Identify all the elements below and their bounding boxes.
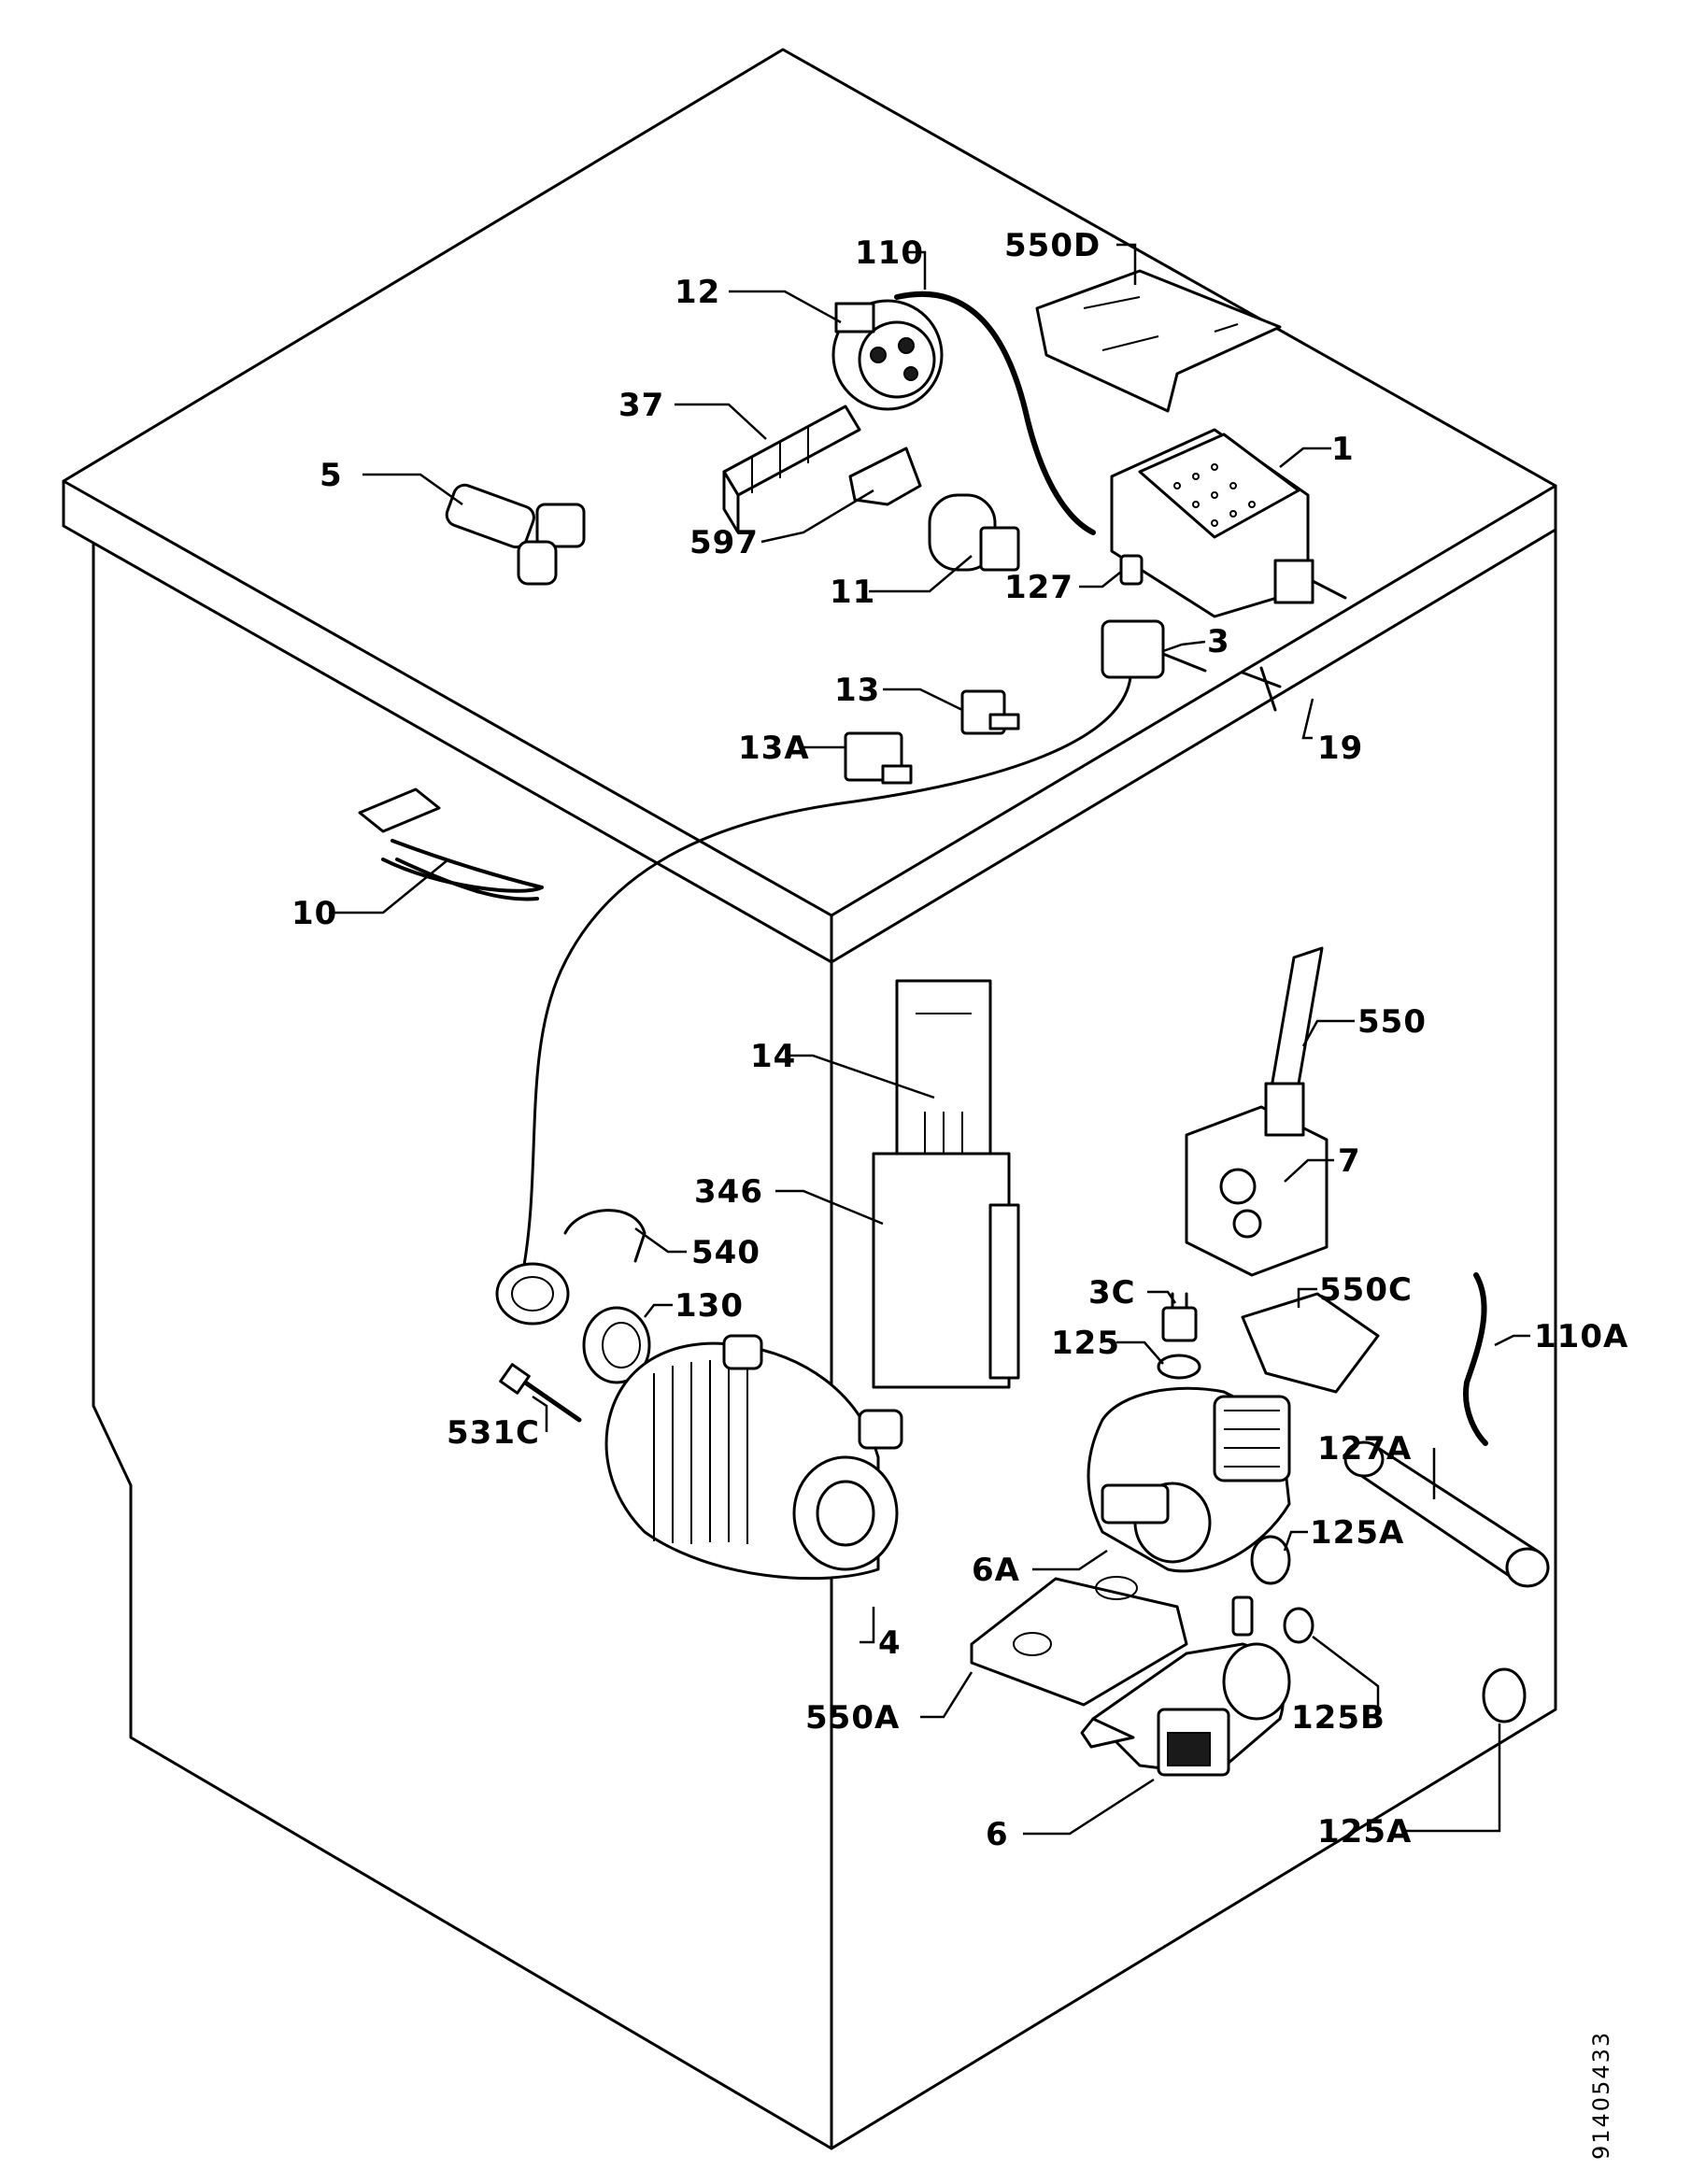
callout-550D: 550D	[1004, 227, 1101, 264]
sensor-3C	[1161, 1292, 1198, 1342]
hose-110A	[1463, 1272, 1488, 1446]
callout-125: 125	[1051, 1325, 1120, 1362]
callout-6A: 6A	[972, 1552, 1020, 1589]
fitting-127	[1119, 554, 1144, 586]
callout-125A-top: 125A	[1310, 1514, 1404, 1552]
callout-3: 3	[1207, 623, 1230, 660]
callout-1: 1	[1331, 431, 1355, 468]
callout-540: 540	[691, 1234, 760, 1271]
callout-531C: 531C	[447, 1414, 540, 1452]
terminal-block-37	[722, 404, 861, 534]
wedge-550A	[970, 1576, 1188, 1707]
callout-19: 19	[1317, 730, 1363, 767]
lever-550	[1269, 946, 1324, 1095]
callout-125B: 125B	[1291, 1699, 1385, 1737]
clamp-540	[563, 1209, 646, 1263]
callout-550A: 550A	[805, 1699, 900, 1737]
programmer-timer-1	[1110, 428, 1347, 618]
callout-6: 6	[986, 1816, 1009, 1853]
callout-550: 550	[1357, 1003, 1427, 1041]
motor-4	[604, 1334, 903, 1581]
callout-13A: 13A	[738, 730, 810, 767]
dispenser-housing-346	[872, 1152, 1020, 1389]
callout-4: 4	[878, 1624, 902, 1662]
callout-10: 10	[291, 895, 337, 932]
callout-110: 110	[855, 234, 924, 272]
door-switch-wire	[521, 675, 1132, 1272]
drain-pump-6	[1080, 1595, 1291, 1777]
hose-pipe-127A	[1343, 1440, 1550, 1588]
callout-127: 127	[1004, 569, 1073, 606]
callout-5: 5	[320, 457, 343, 494]
callout-130: 130	[675, 1287, 744, 1325]
connector-13A	[844, 731, 913, 785]
shim-550C	[1241, 1292, 1380, 1394]
heating-element-10	[358, 787, 544, 901]
o-ring-125	[1157, 1354, 1201, 1380]
callout-550C: 550C	[1319, 1271, 1413, 1309]
callout-14: 14	[750, 1038, 796, 1075]
door-lock-7	[1185, 1082, 1328, 1277]
bracket-597	[848, 447, 922, 506]
document-number: 91405433	[1588, 2031, 1614, 2160]
o-ring-125B	[1283, 1607, 1314, 1644]
leader-lines	[329, 243, 1530, 1836]
grommet	[495, 1262, 570, 1326]
callout-12: 12	[675, 274, 720, 311]
cover-plate-550D	[1035, 269, 1282, 413]
door-switch-3	[1101, 619, 1207, 679]
screw-531C	[499, 1363, 582, 1423]
hose-110	[894, 291, 1096, 535]
callout-7: 7	[1338, 1142, 1361, 1180]
callout-346: 346	[694, 1173, 763, 1211]
clip-19	[1241, 666, 1282, 712]
o-ring-125A-lower	[1482, 1667, 1527, 1723]
callout-127A: 127A	[1317, 1430, 1412, 1468]
connector-13	[960, 689, 1020, 735]
seal-ring-130	[582, 1306, 651, 1384]
capacitor-11	[928, 493, 1020, 572]
callout-13: 13	[834, 672, 880, 709]
callout-125A-bottom: 125A	[1317, 1813, 1412, 1851]
callout-labels: 110 550D 12 37 1 5 597 11 127 3 13 19 13…	[291, 227, 1628, 2160]
o-ring-125A-upper	[1250, 1535, 1291, 1585]
callout-110A: 110A	[1534, 1318, 1628, 1355]
callout-11: 11	[830, 574, 875, 611]
callout-3C: 3C	[1088, 1274, 1136, 1312]
inlet-valve-5	[445, 483, 586, 586]
pump-housing-6A	[1087, 1386, 1291, 1573]
callout-37: 37	[618, 387, 664, 424]
pressure-switch-12	[831, 299, 944, 411]
callout-597: 597	[689, 524, 759, 561]
